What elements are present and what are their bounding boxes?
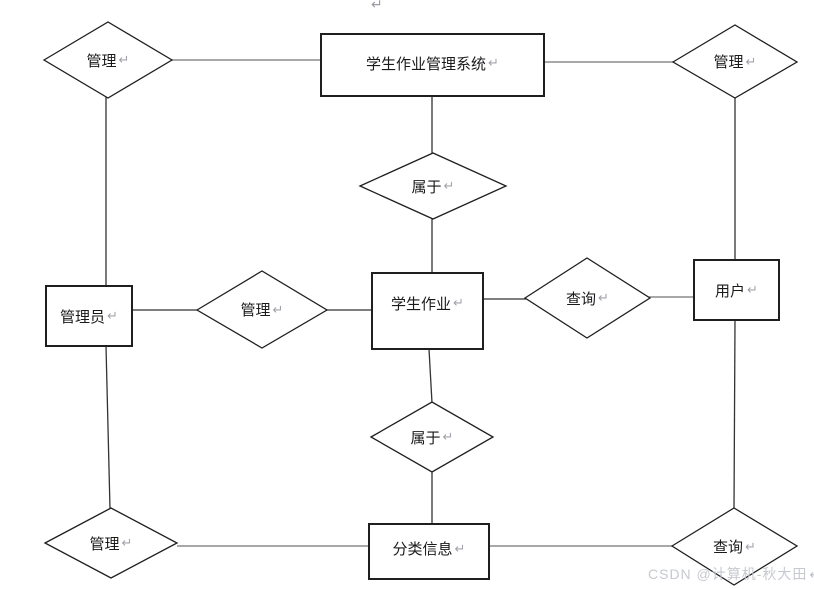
relation-manage-top-left-shape: [42, 21, 174, 99]
return-mark-icon: ↵: [107, 308, 118, 323]
relation-belongs-lower-shape: [369, 401, 495, 473]
watermark-text: CSDN @计算机-秋大田: [648, 566, 808, 582]
connector-admin-to-manage-bl: [105, 345, 111, 510]
entity-category: 分类信息↵: [368, 523, 490, 580]
return-mark-icon: ↵: [453, 295, 464, 310]
entity-user-label: 用户: [715, 282, 746, 300]
connector-user-to-query-br: [733, 319, 736, 510]
entity-homework: 学生作业↵: [371, 272, 484, 350]
relation-belongs-upper-shape: [358, 152, 508, 220]
entity-system: 学生作业管理系统↵: [320, 33, 545, 97]
entity-system-label: 学生作业管理系统: [366, 55, 487, 73]
relation-query-right-shape: [523, 257, 652, 339]
return-mark-icon: ↵: [809, 567, 814, 582]
relation-manage-left-shape: [195, 270, 329, 349]
stray-return-mark-icon: ↵: [371, 0, 383, 12]
return-mark-icon: ↵: [488, 55, 499, 70]
relation-manage-bottom-left-shape: [43, 507, 179, 579]
return-mark-icon: ↵: [454, 540, 466, 556]
entity-admin-label: 管理员: [60, 308, 106, 326]
csdn-watermark: CSDN @计算机-秋大田↵: [648, 564, 814, 584]
entity-homework-label: 学生作业: [391, 295, 452, 313]
relation-manage-top-right-shape: [671, 24, 799, 99]
relation-query-bottom-right-shape: [670, 507, 799, 586]
entity-admin: 管理员↵: [45, 285, 133, 347]
entity-category-label: 分类信息: [392, 541, 453, 558]
entity-user: 用户↵: [693, 259, 780, 321]
return-mark-icon: ↵: [747, 282, 758, 297]
connector-homework-to-belongs-lower: [428, 348, 433, 404]
